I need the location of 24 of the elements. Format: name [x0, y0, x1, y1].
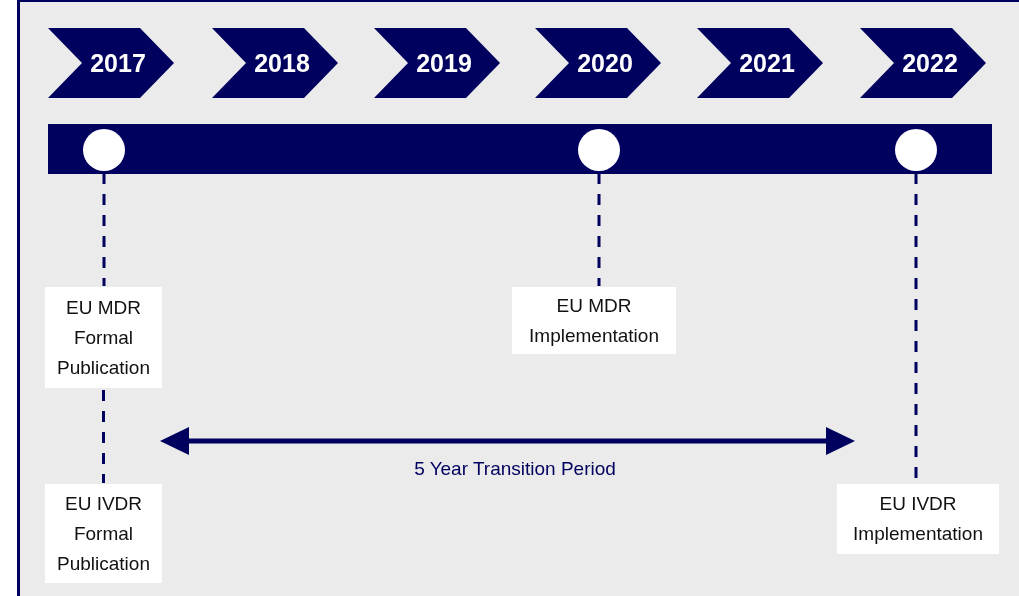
chevron-shape — [212, 28, 338, 98]
chevron-shape — [48, 28, 174, 98]
dashed-connector — [102, 390, 105, 483]
year-label: 2021 — [738, 48, 796, 78]
chevron-shape — [374, 28, 500, 98]
chevron-shape — [697, 28, 823, 98]
dashed-connector — [102, 173, 106, 286]
milestone-label: EU IVDR Formal Publication — [45, 484, 162, 583]
milestone-label: EU MDR Formal Publication — [45, 287, 162, 388]
chevron-shape — [535, 28, 661, 98]
period-label: 5 Year Transition Period — [414, 458, 616, 480]
milestone-dot — [895, 129, 937, 171]
timeline-bar — [48, 124, 992, 174]
year-label: 2017 — [89, 48, 147, 78]
milestone-label: EU IVDR Implementation — [837, 484, 999, 554]
milestone-label: EU MDR Implementation — [512, 287, 676, 354]
milestone-dot — [83, 129, 125, 171]
year-label: 2018 — [253, 48, 311, 78]
chevron-shape — [860, 28, 986, 98]
year-label: 2019 — [415, 48, 473, 78]
milestone-dot — [578, 129, 620, 171]
dashed-connector — [597, 173, 601, 286]
year-label: 2022 — [901, 48, 959, 78]
year-label: 2020 — [576, 48, 634, 78]
